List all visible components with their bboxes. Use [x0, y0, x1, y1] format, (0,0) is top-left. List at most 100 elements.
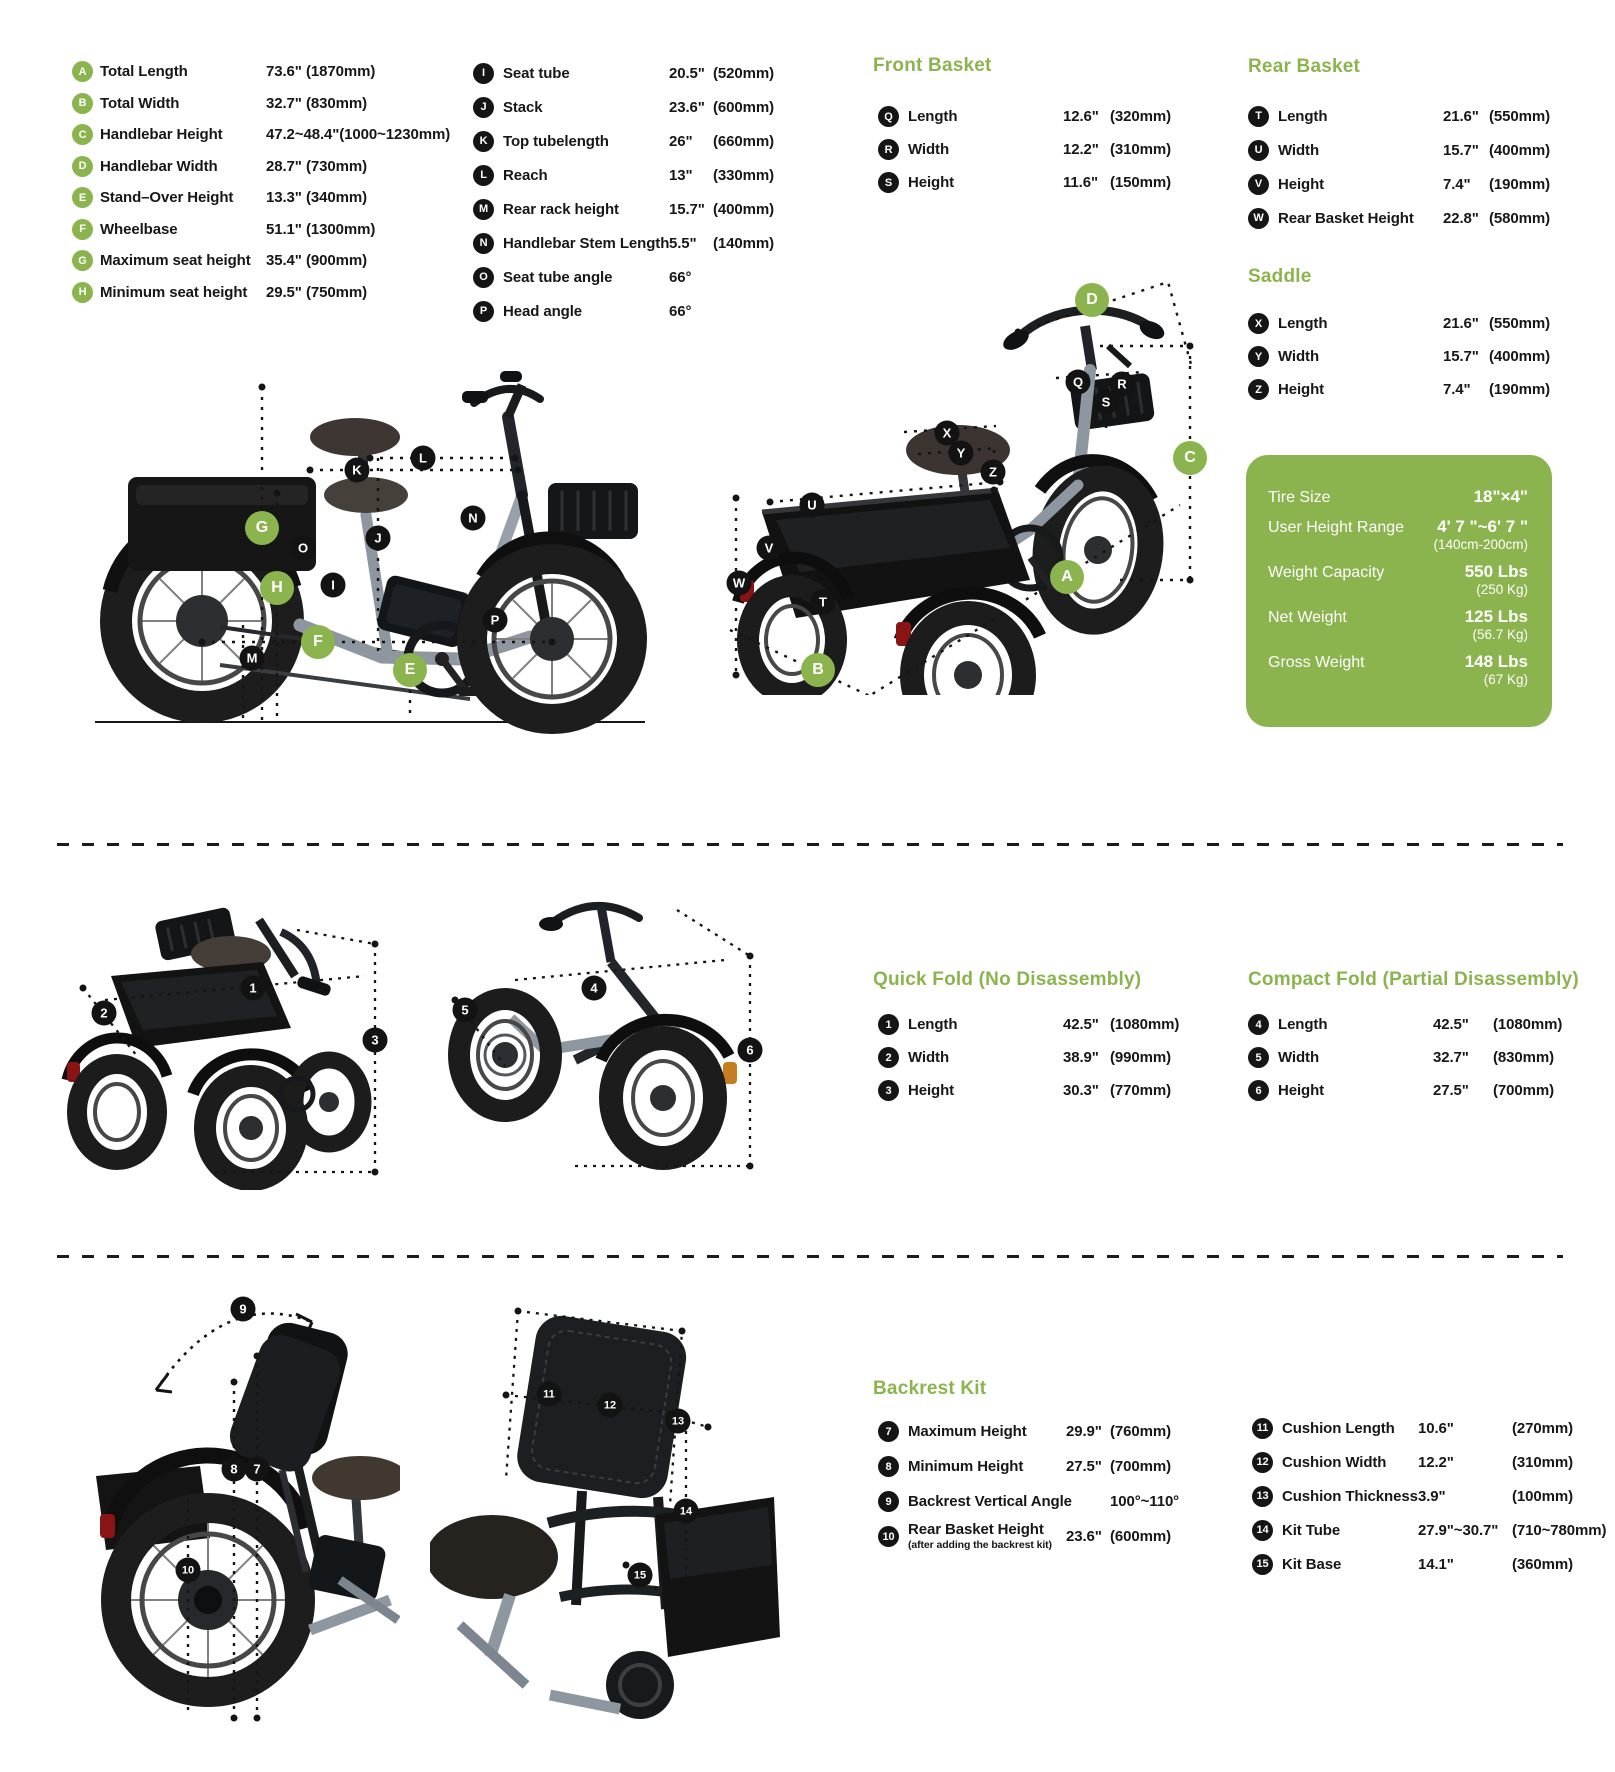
spec-row: 1 Length 42.5" (1080mm) — [878, 1008, 1179, 1041]
weight-stats-box: Tire Size 18"×4" User Height Range 4' 7 … — [1246, 455, 1552, 727]
spec-key-badge: 14 — [1252, 1519, 1273, 1541]
spec-row: I Seat tube 20.5" (520mm) — [473, 56, 774, 90]
diagram-marker: 13 — [665, 1408, 691, 1434]
spec-label: Stand–Over Height — [100, 189, 234, 207]
spec-value-inches: 20.5" — [669, 64, 705, 82]
spec-value-mm: (270mm) — [1512, 1419, 1573, 1437]
spec-value-mm: (330mm) — [713, 166, 774, 184]
backrest-kit-title: Backrest Kit — [873, 1378, 987, 1399]
spec-row: A Total Length 73.6" (1870mm) — [72, 56, 375, 88]
spec-key-badge: H — [72, 281, 93, 303]
diagram-marker: 7 — [244, 1456, 270, 1482]
diagram-marker: B — [801, 653, 835, 687]
spec-value-mm: (700mm) — [1110, 1458, 1171, 1475]
spec-value-mm: (700mm) — [1493, 1082, 1554, 1099]
spec-row: G Maximum seat height 35.4" (900mm) — [72, 245, 375, 277]
spec-value-inches: 29.5" — [266, 283, 302, 301]
spec-row: E Stand–Over Height 13.3" (340mm) — [72, 182, 375, 214]
spec-value-inches: 5.5" — [669, 234, 697, 252]
spec-key-badge: 1 — [878, 1014, 899, 1035]
spec-row: 3 Height 30.3" (770mm) — [878, 1074, 1179, 1107]
spec-label: Cushion Thickness — [1282, 1487, 1418, 1505]
spec-value-mm: (150mm) — [1110, 174, 1171, 191]
spec-row: Z Height 7.4" (190mm) — [1248, 373, 1550, 406]
spec-value-mm: (190mm) — [1489, 175, 1550, 193]
spec-value-inches: 21.6" — [1443, 107, 1479, 125]
diagram-marker: Z — [980, 459, 1006, 485]
spec-value-inches: 7.4" — [1443, 175, 1471, 193]
spec-value-inches: 42.5" — [1063, 1016, 1099, 1033]
spec-value-mm: (520mm) — [713, 64, 774, 82]
spec-key-badge: N — [473, 232, 494, 254]
spec-row: M Rear rack height 15.7" (400mm) — [473, 192, 774, 226]
spec-label: Width — [908, 141, 950, 158]
spec-row: B Total Width 32.7" (830mm) — [72, 88, 375, 120]
spec-key-badge: R — [878, 139, 899, 160]
spec-label: Cushion Width — [1282, 1453, 1387, 1471]
spec-row: 6 Height 27.5" (700mm) — [1248, 1074, 1554, 1107]
spec-value-mm: (1300mm) — [306, 220, 376, 238]
diagram-marker: 15 — [627, 1562, 653, 1588]
spec-value-mm: (760mm) — [1110, 1423, 1171, 1440]
spec-row: W Rear Basket Height 22.8" (580mm) — [1248, 201, 1550, 235]
spec-value-inches: 32.7" — [266, 94, 302, 112]
diagram-marker: G — [245, 511, 279, 545]
spec-row: X Length 21.6" (550mm) — [1248, 307, 1550, 340]
spec-key-badge: T — [1248, 105, 1269, 127]
spec-row: 5 Width 32.7" (830mm) — [1248, 1041, 1554, 1074]
diagram-marker: Y — [948, 440, 974, 466]
spec-value-mm: (600mm) — [713, 98, 774, 116]
spec-value-inches: 15.7" — [1443, 348, 1479, 365]
backrest-rear-view-drawing — [96, 1312, 400, 1722]
spec-label: Width — [1278, 348, 1320, 365]
diagram-marker: C — [1173, 441, 1207, 475]
diagram-marker: 14 — [673, 1498, 699, 1524]
spec-row: 9 Backrest Vertical Angle 100°~110° — [878, 1484, 1179, 1519]
diagram-marker: U — [799, 492, 825, 518]
spec-value-inches: 15.7" — [669, 200, 705, 218]
spec-key-badge: P — [473, 300, 494, 322]
spec-value-inches: 15.7" — [1443, 141, 1479, 159]
spec-value-mm: (990mm) — [1110, 1049, 1171, 1066]
backrest-kit-section-right: 11 Cushion Length 10.6" (270mm) 12 Cushi… — [1252, 1411, 1606, 1581]
spec-row: H Minimum seat height 29.5" (750mm) — [72, 277, 375, 309]
spec-row: L Reach 13" (330mm) — [473, 158, 774, 192]
diagram-marker: 3 — [362, 1027, 388, 1053]
spec-value-inches: 66° — [669, 302, 692, 320]
spec-label: Head angle — [503, 302, 583, 320]
stat-label: Weight Capacity — [1268, 564, 1385, 581]
stat-row: Net Weight 125 Lbs (56.7 Kg) — [1268, 607, 1528, 642]
spec-key-badge: 11 — [1252, 1417, 1273, 1439]
spec-value-inches: 42.5" — [1433, 1016, 1469, 1033]
diagram-marker: 1 — [240, 975, 266, 1001]
spec-row: P Head angle 66° — [473, 294, 774, 328]
diagram-marker: V — [756, 535, 782, 561]
spec-label: Kit Tube — [1282, 1521, 1341, 1539]
spec-value-inches: 23.6" — [669, 98, 705, 116]
spec-label: Width — [1278, 141, 1320, 159]
spec-label: Height — [1278, 381, 1325, 398]
quick-fold-drawing — [61, 907, 379, 1190]
spec-value-inches: 27.9"~30.7" — [1418, 1521, 1499, 1539]
spec-value-inches: 12.6" — [1063, 108, 1099, 125]
stat-label: Net Weight — [1268, 609, 1347, 626]
spec-row: C Handlebar Height 47.2~48.4"(1000~1230m… — [72, 119, 450, 151]
spec-value-mm: (340mm) — [306, 189, 367, 207]
spec-key-badge: 4 — [1248, 1014, 1269, 1035]
spec-value-inches: 51.1" — [266, 220, 302, 238]
diagram-marker: M — [239, 645, 265, 671]
spec-value-mm: (310mm) — [1512, 1453, 1573, 1471]
spec-key-badge: 3 — [878, 1080, 899, 1101]
spec-row: 13 Cushion Thickness 3.9" (100mm) — [1252, 1479, 1573, 1513]
spec-key-badge: W — [1248, 207, 1269, 229]
spec-value-mm: (310mm) — [1110, 141, 1171, 158]
stat-label: Gross Weight — [1268, 654, 1365, 671]
spec-label: Height — [1278, 175, 1325, 193]
spec-key-badge: Y — [1248, 346, 1269, 367]
saddle-section: Saddle X Length 21.6" (550mm) Y Width 15… — [1248, 266, 1550, 406]
spec-label: Kit Base — [1282, 1555, 1342, 1573]
